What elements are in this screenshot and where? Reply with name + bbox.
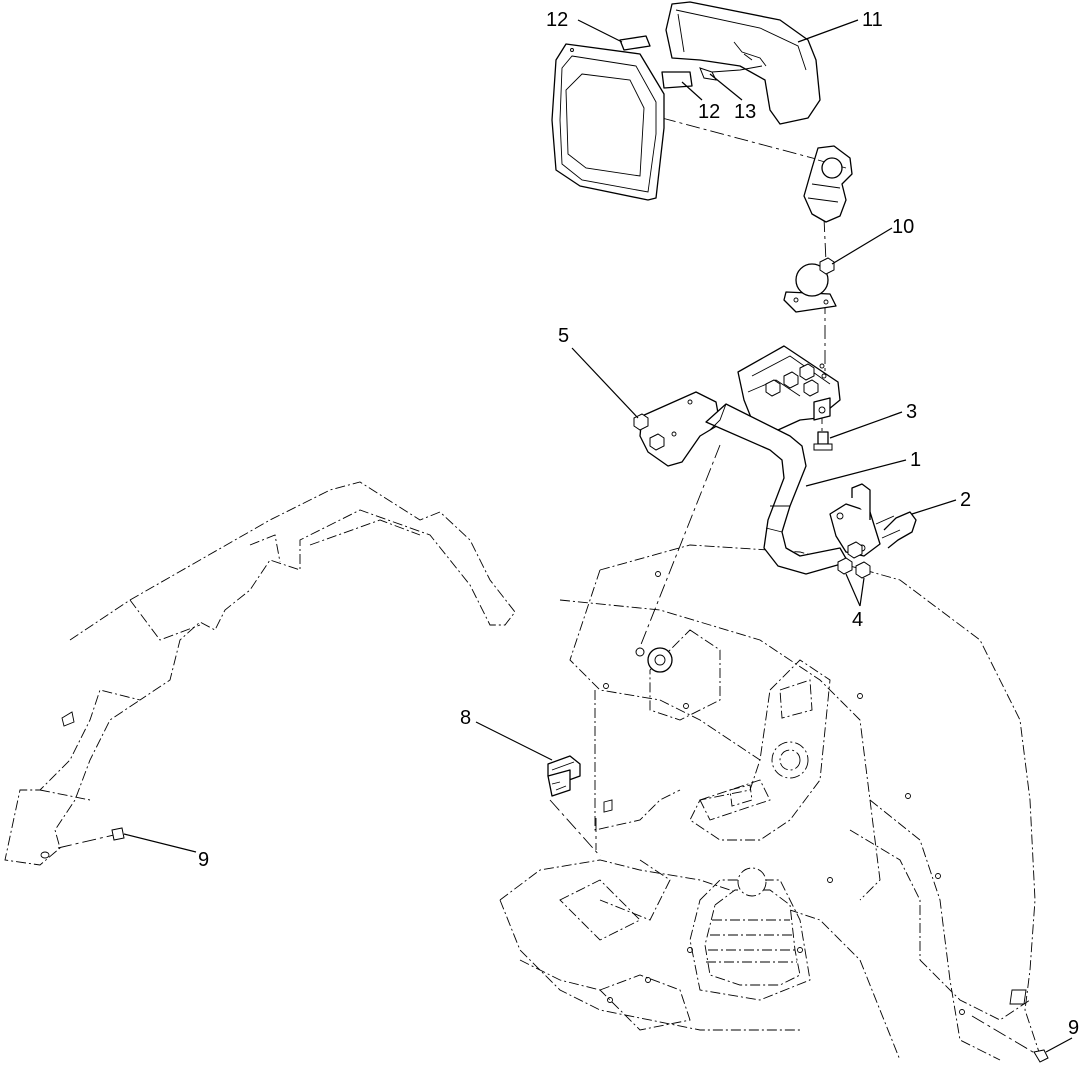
part-13-screw: [699, 65, 763, 81]
svg-text:9: 9: [1068, 1017, 1079, 1039]
part-2-u-bolt: [851, 483, 917, 549]
svg-text:9: 9: [198, 849, 209, 871]
fender-ghost-outline: [4, 481, 516, 866]
svg-text:13: 13: [734, 101, 756, 123]
part-9-fastener-left: [111, 827, 125, 841]
svg-text:12: 12: [698, 101, 720, 123]
console-fastener-details: [603, 571, 1027, 1015]
callout-13: 13: [709, 73, 756, 123]
part-11-display-shroud: [665, 1, 821, 125]
callout-2: 2: [911, 489, 971, 515]
svg-text:4: 4: [852, 609, 863, 631]
part-9-fastener-right: [1033, 1049, 1049, 1063]
part-8-rocker-switch: [547, 755, 581, 797]
callout-12-upper: 12: [546, 9, 623, 43]
svg-text:3: 3: [906, 401, 917, 423]
display-mount-arm: [803, 145, 853, 223]
callout-10: 10: [831, 216, 914, 265]
svg-text:10: 10: [892, 216, 914, 238]
ball-mount-base: [783, 263, 837, 313]
svg-text:8: 8: [460, 707, 471, 729]
part-1-support-tube: [705, 403, 881, 575]
svg-text:11: 11: [862, 9, 883, 31]
display-monitor: [551, 43, 665, 201]
part-10-nut: [819, 257, 835, 275]
svg-text:2: 2: [960, 489, 971, 511]
assembly-centerlines: [57, 117, 1039, 1056]
callout-9-left: 9: [123, 833, 209, 871]
joystick-boot-ghost: [704, 867, 801, 986]
callout-9-right: 9: [1045, 1017, 1079, 1053]
callout-11: 11: [797, 9, 883, 43]
mounting-bracket: [639, 345, 841, 467]
callout-4: 4: [845, 573, 865, 631]
svg-text:12: 12: [546, 9, 568, 31]
console-knob: [635, 647, 673, 673]
callout-1: 1: [805, 449, 921, 487]
callout-3: 3: [829, 401, 917, 439]
part-4-nuts: [837, 541, 871, 579]
svg-text:1: 1: [910, 449, 921, 471]
callout-12-lower: 12: [681, 81, 720, 123]
callout-8: 8: [460, 707, 553, 761]
callout-5: 5: [558, 325, 639, 419]
part-12-label-decal: [619, 35, 651, 51]
part-3-bolt: [813, 431, 833, 451]
operator-console-ghost-outline: [499, 544, 1041, 1061]
part-12-label-decal-lower: [661, 71, 693, 89]
svg-text:5: 5: [558, 325, 569, 347]
